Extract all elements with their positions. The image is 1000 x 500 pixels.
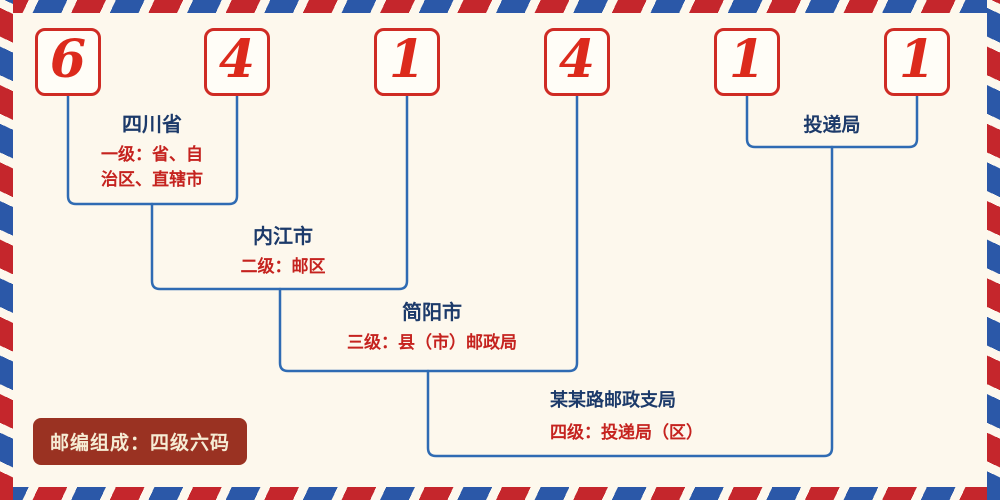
level4-description: 四级：投递局（区） (550, 422, 703, 443)
level4-label: 某某路邮政支局 四级：投递局（区） (550, 390, 820, 445)
level2-description: 二级：邮区 (240, 257, 326, 277)
level3-place-name: 简阳市 (402, 300, 462, 324)
digit-box-4: 4 (544, 28, 610, 96)
level3-label: 简阳市 三级：县（市）邮政局 (290, 300, 574, 356)
digit-box-3: 1 (374, 28, 440, 96)
airmail-border-bottom (0, 487, 1000, 500)
digit-box-6: 1 (884, 28, 950, 96)
airmail-border-left (0, 0, 13, 500)
digit-4: 4 (558, 29, 596, 90)
level2-label: 内江市 二级：邮区 (160, 224, 406, 280)
digit-2: 4 (218, 29, 256, 90)
delivery-office-label: 投递局 (803, 114, 861, 136)
level4-place-name: 某某路邮政支局 (550, 390, 676, 411)
level1-place-name: 四川省 (122, 112, 182, 136)
airmail-border-top (0, 0, 1000, 13)
level2-place-name: 内江市 (253, 224, 313, 248)
digit-1: 6 (49, 29, 87, 90)
digit-5: 1 (728, 29, 766, 90)
airmail-border-right (987, 0, 1000, 500)
composition-badge: 邮编组成：四级六码 (33, 418, 248, 465)
digit-6: 1 (898, 29, 936, 90)
digit-box-5: 1 (714, 28, 780, 96)
level1-label: 四川省 一级：省、自治区、直辖市 (67, 112, 237, 192)
digit-3: 1 (388, 29, 426, 90)
level3-description: 三级：县（市）邮政局 (347, 333, 517, 353)
level1-description: 一级：省、自治区、直辖市 (101, 145, 203, 190)
digit-box-1: 6 (35, 28, 101, 96)
digit-box-2: 4 (204, 28, 270, 96)
